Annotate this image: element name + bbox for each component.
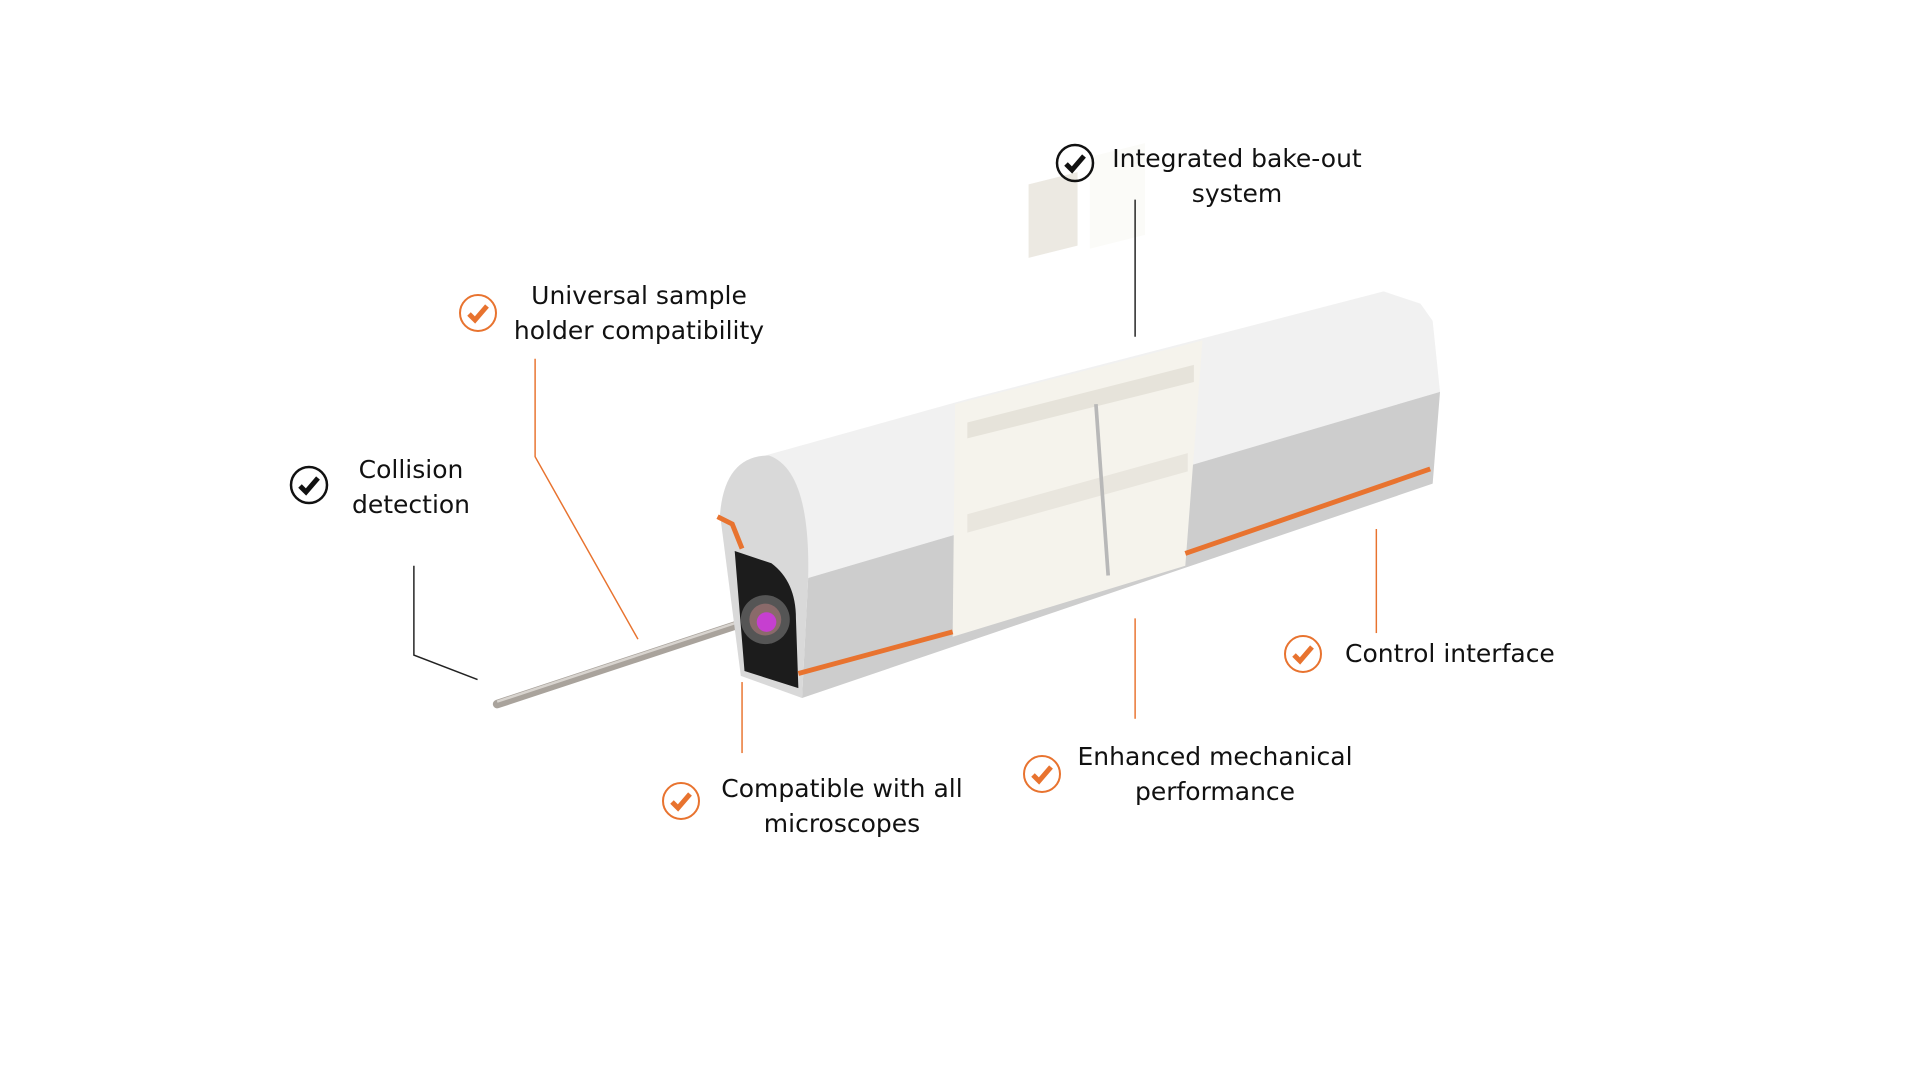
label-line: Enhanced mechanical bbox=[1077, 742, 1353, 771]
leader-line-collision bbox=[413, 565, 478, 681]
label-line: Integrated bake-out bbox=[1112, 144, 1362, 173]
label-line: holder compatibility bbox=[513, 316, 765, 345]
feature-label-collision: Collision detection bbox=[352, 452, 470, 522]
orange-trim bbox=[797, 629, 954, 676]
feature-label-bakeout: Integrated bake-out system bbox=[1112, 141, 1361, 211]
feature-label-mechanical: Enhanced mechanical performance bbox=[1077, 739, 1352, 809]
label-line: detection bbox=[351, 490, 471, 519]
holder-rod bbox=[492, 616, 754, 709]
label-line: Compatible with all bbox=[721, 774, 963, 803]
check-circle-icon bbox=[1055, 143, 1095, 183]
feature-label-microscopes: Compatible with all microscopes bbox=[721, 771, 962, 841]
label-line: system bbox=[1191, 179, 1283, 208]
feature-label-control: Control interface bbox=[1345, 636, 1555, 671]
label-line: Universal sample bbox=[531, 281, 747, 310]
check-circle-icon bbox=[1284, 635, 1322, 673]
label-line: microscopes bbox=[763, 809, 921, 838]
check-circle-icon bbox=[289, 465, 329, 505]
label-line: Collision bbox=[358, 455, 464, 484]
feature-label-universal: Universal sample holder compatibility bbox=[514, 278, 764, 348]
check-circle-icon bbox=[459, 294, 497, 332]
check-circle-icon bbox=[662, 782, 700, 820]
leader-line-universal bbox=[534, 358, 639, 640]
sample-window bbox=[756, 612, 777, 632]
label-line: Control interface bbox=[1345, 639, 1555, 668]
label-line: performance bbox=[1134, 777, 1296, 806]
check-circle-icon bbox=[1023, 755, 1061, 793]
